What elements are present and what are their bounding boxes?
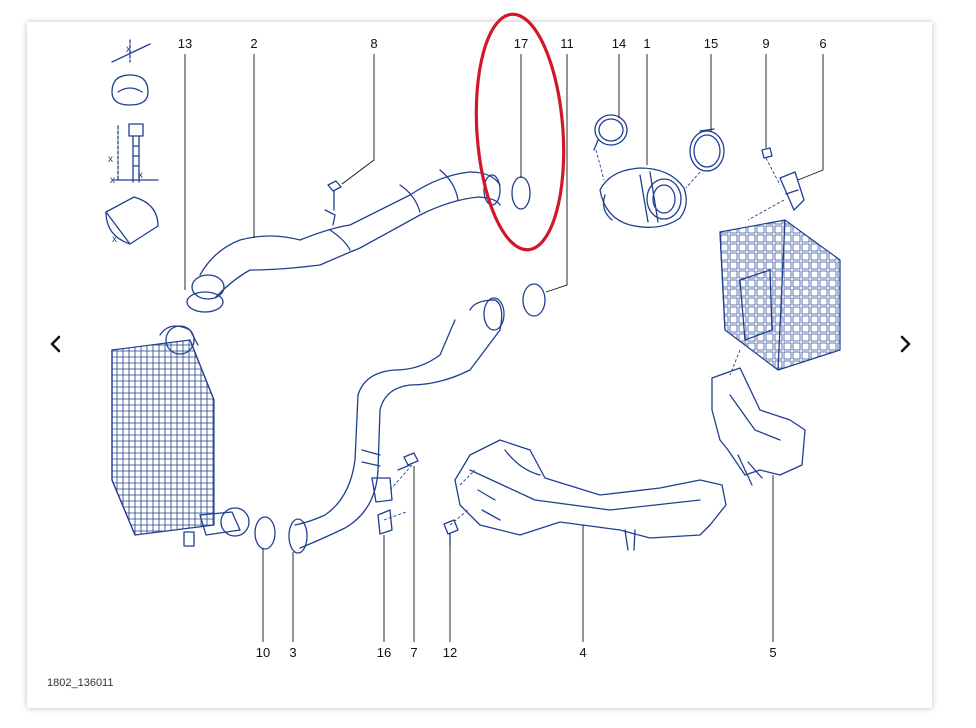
connector-1	[599, 167, 687, 228]
seal-11	[522, 283, 546, 317]
next-button[interactable]	[895, 332, 915, 356]
legend-marks: x x x x x	[108, 44, 143, 245]
callout-11: 11	[560, 36, 574, 51]
bolt-9	[761, 147, 773, 159]
hose-3	[288, 297, 505, 554]
callout-8: 8	[370, 36, 377, 51]
legend-x-3: x	[110, 175, 115, 186]
legend-x-2: x	[108, 154, 113, 165]
assembly-lines	[383, 149, 785, 526]
callout-4: 4	[579, 645, 586, 660]
leader-lines	[184, 54, 824, 642]
callout-2: 2	[250, 36, 257, 51]
callout-3: 3	[289, 645, 296, 660]
seal-13	[186, 291, 224, 313]
prev-button[interactable]	[46, 332, 66, 356]
callout-12: 12	[443, 645, 457, 660]
sensor-6	[779, 171, 805, 211]
bracket-16	[371, 477, 393, 535]
callout-6: 6	[819, 36, 826, 51]
callout-15: 15	[704, 36, 718, 51]
bolt-7	[397, 452, 419, 471]
callout-17: 17	[514, 36, 528, 51]
intercooler	[111, 325, 250, 547]
legend-x-4: x	[138, 170, 143, 181]
bolt-12	[443, 519, 459, 546]
highlight-ring	[474, 12, 566, 252]
hose-2	[191, 169, 501, 300]
chevron-right-icon	[900, 335, 911, 353]
callout-9: 9	[762, 36, 769, 51]
seal-17	[511, 176, 531, 210]
legend-icons	[105, 39, 159, 245]
bolt-8	[327, 180, 342, 211]
diagram-reference-code: 1802_136011	[47, 677, 114, 689]
duct-4	[454, 439, 727, 551]
callout-14: 14	[612, 36, 626, 51]
clamp-15	[689, 128, 725, 172]
callout-13: 13	[178, 36, 192, 51]
seal-10	[254, 516, 276, 550]
legend-x-1: x	[126, 44, 131, 55]
legend-x-5: x	[112, 234, 117, 245]
callout-16: 16	[377, 645, 391, 660]
callout-1: 1	[643, 36, 650, 51]
callout-5: 5	[769, 645, 776, 660]
clamp-14	[593, 114, 628, 151]
air-box	[719, 219, 841, 371]
callout-7: 7	[410, 645, 417, 660]
callout-10: 10	[256, 645, 270, 660]
chevron-left-icon	[50, 335, 61, 353]
callout-labels: 13 2 8 17 11 14 1 15 9 6 10 3 16 7 12 4 …	[178, 36, 827, 660]
duct-5	[711, 367, 806, 486]
